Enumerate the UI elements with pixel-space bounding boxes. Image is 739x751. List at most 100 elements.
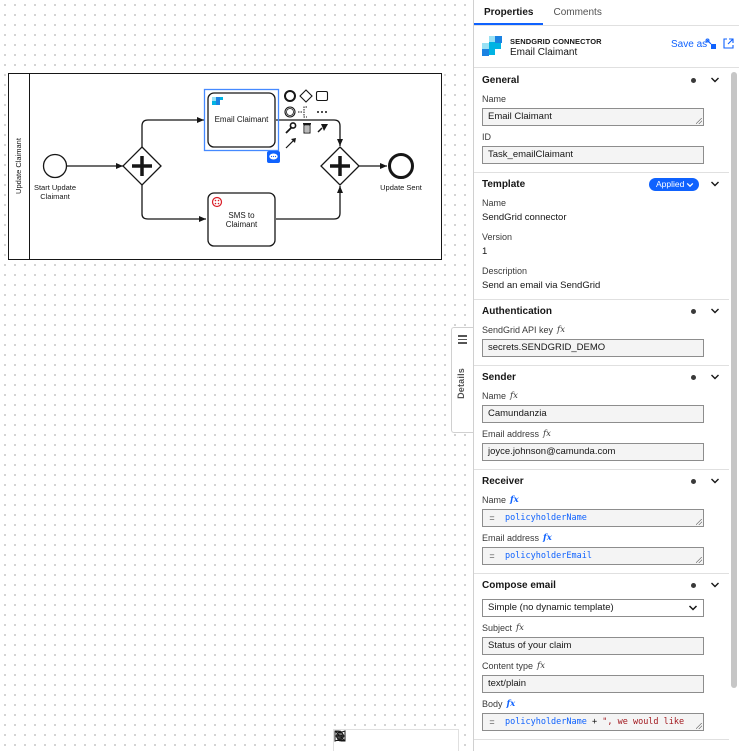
body-feel-field[interactable]: = policyholderName + ", we would like — [482, 713, 704, 731]
subject-field[interactable]: Status of your claim — [482, 637, 704, 655]
group-title: Template — [482, 179, 526, 190]
group-title: Compose email — [482, 580, 556, 591]
flow-sms-to-join[interactable] — [276, 186, 343, 220]
content-type-label: Content type — [482, 661, 534, 671]
list-icon — [458, 335, 467, 346]
panel-tabs: Properties Comments — [474, 0, 739, 26]
applied-label: Applied — [656, 179, 685, 189]
feel-expression: policyholderName + ", we would like — [501, 714, 684, 730]
connect-arrow-icon[interactable] — [285, 138, 296, 149]
context-pad[interactable] — [284, 89, 329, 149]
start-event-label-line2: Claimant — [40, 192, 71, 201]
comment-icon[interactable] — [267, 151, 280, 163]
field-label: Content type fx — [482, 660, 721, 672]
change-type-wrench-icon[interactable] — [285, 122, 297, 134]
field-label: Email address fx — [482, 532, 721, 544]
group-sender-header[interactable]: Sender — [482, 370, 721, 385]
start-event[interactable]: Start Update Claimant — [34, 153, 76, 202]
group-title: General — [482, 75, 520, 86]
append-gateway-icon[interactable] — [299, 89, 313, 103]
fx-icon[interactable]: fx — [510, 391, 518, 401]
sender-email-field[interactable]: joyce.johnson@camunda.com — [482, 443, 704, 461]
center-icon[interactable] — [334, 730, 414, 749]
chevron-down-icon — [711, 478, 719, 484]
text-annotation-icon[interactable] — [298, 106, 307, 118]
receiver-name-feel-field[interactable]: = policyholderName — [482, 509, 704, 527]
end-event-label: Update Sent — [380, 183, 423, 192]
has-entries-dot-icon — [691, 309, 696, 314]
flow-split-to-sms[interactable] — [141, 185, 206, 222]
flow-split-to-email[interactable] — [141, 117, 204, 147]
sender-email-label: Email address — [482, 429, 540, 439]
append-intermediate-event-icon[interactable] — [284, 106, 296, 118]
zoom-in-icon[interactable] — [336, 732, 452, 749]
receiver-email-feel-field[interactable]: = policyholderEmail — [482, 547, 704, 565]
field-label: Subject fx — [482, 622, 721, 634]
fx-icon[interactable]: fx — [510, 495, 519, 505]
save-as-button[interactable]: Save as — [671, 39, 708, 50]
field-label: ID — [482, 132, 491, 142]
fx-icon[interactable]: fx — [543, 533, 552, 543]
append-end-event-icon[interactable] — [284, 90, 296, 102]
group-authentication: Authentication SendGrid API key fx secre… — [474, 300, 729, 366]
group-authentication-header[interactable]: Authentication — [482, 304, 721, 319]
compose-mode-select[interactable]: Simple (no dynamic template) — [482, 599, 704, 617]
field-label: Name fx — [482, 390, 721, 402]
field-label: Version — [482, 232, 513, 242]
fx-icon[interactable]: fx — [516, 623, 524, 633]
fx-icon[interactable]: fx — [537, 661, 545, 671]
feel-equals-icon: = — [489, 513, 495, 523]
group-compose-header[interactable]: Compose email — [482, 578, 721, 593]
api-key-field[interactable]: secrets.SENDGRID_DEMO — [482, 339, 704, 357]
external-link-icon[interactable] — [723, 38, 734, 49]
fullscreen-icon[interactable] — [334, 730, 375, 749]
select-value: Simple (no dynamic template) — [488, 602, 614, 613]
content-type-field[interactable]: text/plain — [482, 675, 704, 693]
body-label: Body — [482, 699, 503, 709]
connect-plug-icon[interactable] — [317, 124, 328, 133]
end-event[interactable]: Update Sent — [380, 153, 423, 193]
fx-icon[interactable]: fx — [543, 429, 551, 439]
id-field[interactable]: Task_emailClaimant — [482, 146, 704, 164]
save-template-icon[interactable] — [705, 38, 717, 50]
task-sms-to-claimant[interactable]: SMS to Claimant — [207, 192, 276, 247]
flow-email-to-join[interactable] — [276, 119, 343, 146]
delete-icon[interactable] — [303, 123, 311, 134]
field-label: SendGrid API key fx — [482, 324, 721, 336]
name-field[interactable]: Email Claimant — [482, 108, 704, 126]
group-title: Sender — [482, 372, 516, 383]
minimap-icon[interactable] — [334, 730, 394, 749]
zoom-out-icon[interactable] — [336, 733, 433, 749]
task-email-label: Email Claimant — [215, 115, 270, 124]
bpmn-diagram[interactable]: Update Claimant Start Update Claimant — [0, 0, 473, 751]
more-icon[interactable] — [317, 111, 327, 113]
field-label: Name — [482, 94, 507, 104]
parallel-gateway-join[interactable] — [320, 146, 360, 186]
panel-scrollbar[interactable] — [731, 72, 737, 688]
api-key-label: SendGrid API key — [482, 325, 554, 335]
tab-comments[interactable]: Comments — [553, 7, 602, 18]
task-email-claimant[interactable]: Email Claimant — [203, 88, 281, 164]
chevron-down-icon — [687, 182, 694, 187]
details-panel-toggle[interactable]: Details — [451, 327, 473, 433]
body-variable: policyholderName — [505, 717, 587, 727]
body-operator: + — [586, 717, 603, 727]
sendgrid-icon — [212, 97, 223, 105]
sms-connector-icon — [211, 196, 223, 208]
sender-name-field[interactable]: Camundanzia — [482, 405, 704, 423]
fx-icon[interactable]: fx — [506, 699, 516, 709]
group-receiver-header[interactable]: Receiver — [482, 474, 721, 489]
group-template-header[interactable]: Template Applied — [482, 177, 721, 192]
template-applied-badge[interactable]: Applied — [649, 178, 700, 191]
append-task-icon[interactable] — [315, 90, 329, 102]
task-sms-label-line2: Claimant — [226, 220, 258, 229]
chevron-down-icon — [711, 582, 719, 588]
parallel-gateway-split[interactable] — [122, 146, 162, 186]
diagram-canvas[interactable]: Update Claimant Start Update Claimant — [0, 0, 473, 751]
canvas-toolbar — [333, 729, 459, 751]
properties-scroll-area[interactable]: General Name Email Claimant ID Task_emai… — [474, 69, 729, 751]
fx-icon[interactable]: fx — [557, 325, 565, 335]
sequence-flows[interactable] — [67, 117, 387, 222]
group-general-header[interactable]: General — [482, 73, 721, 88]
tab-properties[interactable]: Properties — [474, 0, 544, 25]
